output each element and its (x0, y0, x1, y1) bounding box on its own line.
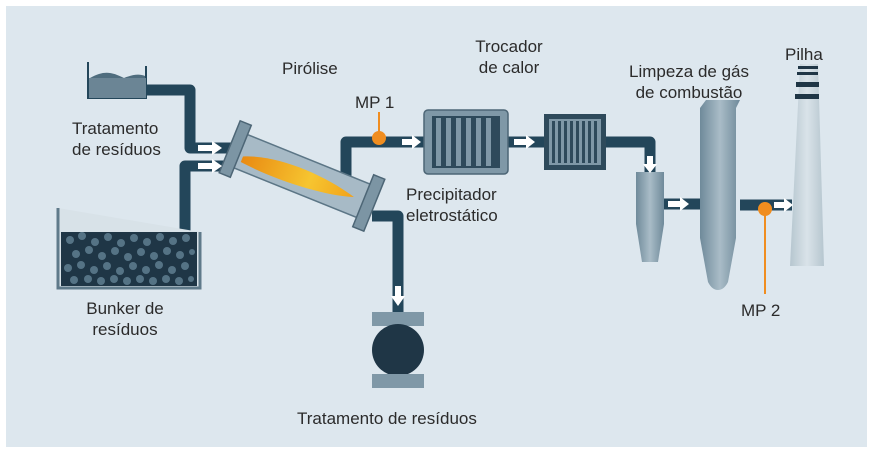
bunker-waste-pellets (64, 232, 195, 285)
pipes (140, 84, 792, 312)
arrow-feed-1 (198, 141, 222, 155)
pipe-kiln-to-esp (340, 136, 424, 182)
label-stack: Pilha (785, 45, 823, 64)
cyclone (636, 172, 664, 262)
kiln-flame (240, 156, 354, 197)
pipe-kiln-to-residue (372, 210, 404, 312)
arrow-to-esp (402, 135, 421, 149)
label-heat-exchanger: Trocador de calor (475, 37, 543, 77)
gas-scrubber (700, 100, 740, 290)
feed-hopper (87, 62, 147, 99)
arrow-feed-2 (198, 159, 222, 173)
label-bunker: Bunker de resíduos (86, 299, 164, 339)
measurement-point-mp2 (758, 202, 772, 294)
measurement-point-mp1 (372, 112, 386, 145)
waste-bunker (56, 208, 202, 290)
electrostatic-precipitator (423, 109, 509, 175)
arrow-down-cyclone (643, 156, 657, 173)
label-mp2: MP 2 (741, 301, 781, 320)
label-pyrolysis: Pirólise (282, 59, 338, 78)
label-residue-treatment: Tratamento de resíduos (297, 409, 477, 428)
arrow-to-stack (774, 198, 793, 212)
label-feed-treatment: Tratamento de resíduos (72, 119, 161, 159)
residue-treatment-unit (372, 312, 424, 388)
arrow-to-hx (514, 135, 535, 149)
flow-arrows (198, 135, 793, 306)
arrow-down-residue (391, 286, 405, 306)
chimney-stack (790, 64, 824, 266)
label-gas-cleaning: Limpeza de gás de combustão (628, 62, 750, 102)
arrow-to-scrubber (668, 197, 689, 211)
label-mp1: MP 1 (355, 93, 395, 112)
label-esp: Precipitador eletrostático (406, 185, 498, 225)
pyrolysis-kiln (218, 119, 386, 233)
heat-exchanger (544, 114, 606, 170)
